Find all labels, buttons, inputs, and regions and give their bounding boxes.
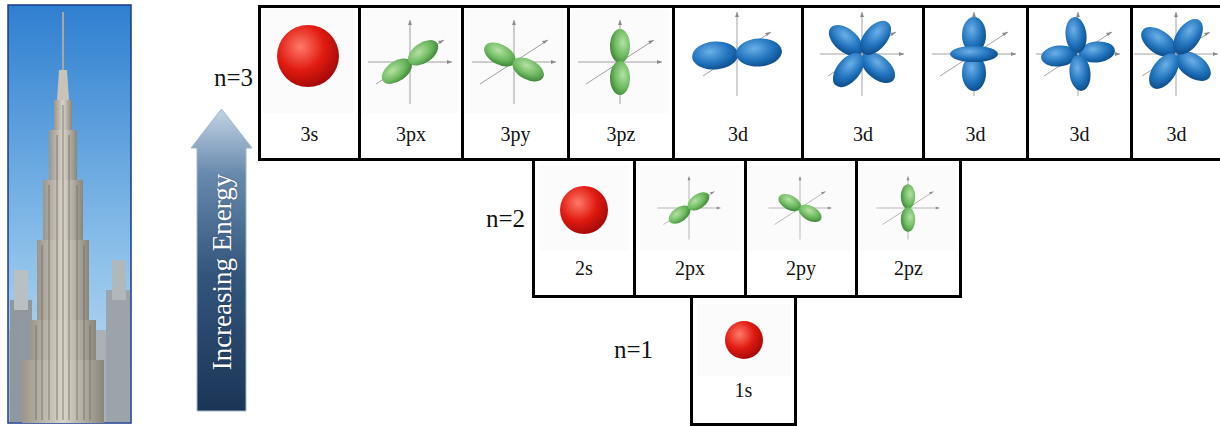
orbital-label: 3pz bbox=[607, 123, 636, 145]
orbital-cell: 3d bbox=[1029, 8, 1133, 158]
energy-level-row: n=33s3px3py3pz3d3d3d3d3d bbox=[258, 5, 1220, 161]
orbital-label: 3px bbox=[396, 123, 426, 145]
cell-ground bbox=[539, 166, 629, 250]
orbital-label: 3py bbox=[501, 123, 531, 145]
cell-ground bbox=[637, 166, 741, 250]
building-photo bbox=[57, 135, 58, 420]
cell-ground bbox=[748, 166, 852, 250]
s-orbital bbox=[725, 321, 763, 359]
arrow-shape bbox=[191, 109, 252, 411]
orbital-cell: 3px bbox=[361, 8, 464, 158]
orbital-label: 3d bbox=[966, 123, 986, 145]
d-orbital bbox=[950, 17, 998, 91]
building-photo bbox=[63, 105, 64, 420]
orbital-label: 2pz bbox=[894, 257, 923, 279]
orbital-label: 2px bbox=[675, 257, 705, 279]
building-photo bbox=[57, 70, 69, 100]
building-photo bbox=[77, 185, 78, 420]
energy-level-row: n=22s2px2py2pz bbox=[532, 158, 962, 298]
d-orbital bbox=[820, 12, 904, 96]
p-orbital bbox=[578, 20, 662, 104]
building-photo bbox=[8, 5, 131, 423]
level-label: n=2 bbox=[486, 205, 525, 233]
cell-ground bbox=[465, 9, 563, 113]
orbital-label: 2s bbox=[575, 257, 593, 279]
orbital-label: 3d bbox=[853, 123, 873, 145]
orbital-cell: 3d bbox=[675, 8, 804, 158]
building-photo bbox=[42, 245, 43, 420]
building-photo bbox=[14, 270, 28, 310]
d-orbital bbox=[1119, 0, 1220, 111]
cell-ground bbox=[362, 9, 458, 113]
orbital-cell: 3pz bbox=[570, 8, 675, 158]
level-label: n=1 bbox=[614, 336, 653, 364]
p-orbital bbox=[377, 35, 443, 89]
d-orbital bbox=[691, 0, 1220, 112]
orbital-cell: 3d bbox=[1133, 8, 1220, 158]
orbital-label: 3s bbox=[301, 123, 319, 145]
energy-arrow: Increasing Energy bbox=[190, 108, 253, 412]
orbital-cell: 2py bbox=[747, 161, 858, 295]
p-orbital bbox=[472, 20, 556, 104]
orbital-cell: 2px bbox=[636, 161, 747, 295]
orbital-label: 3d bbox=[1070, 123, 1090, 145]
p-orbital bbox=[610, 29, 630, 95]
building-photo bbox=[112, 260, 126, 300]
p-orbital bbox=[877, 177, 940, 240]
d-orbital bbox=[1134, 12, 1218, 96]
building-photo bbox=[8, 5, 131, 423]
p-orbital bbox=[368, 20, 452, 104]
building-photo bbox=[49, 185, 50, 420]
orbital-label: 3d bbox=[1167, 123, 1187, 145]
energy-level-row: n=11s bbox=[690, 295, 797, 426]
arrow-label: Increasing Energy bbox=[208, 174, 235, 371]
orbital-cell: 2s bbox=[535, 161, 636, 295]
cell-ground bbox=[571, 9, 669, 113]
orbital-label: 3d bbox=[728, 123, 748, 145]
s-orbital bbox=[277, 25, 339, 87]
s-orbital bbox=[560, 186, 608, 234]
orbital-cell: 2pz bbox=[858, 161, 959, 295]
orbital-cell: 3d bbox=[925, 8, 1029, 158]
building-photo bbox=[62, 12, 64, 70]
p-orbital bbox=[665, 188, 712, 227]
building-photo bbox=[84, 245, 85, 420]
cell-ground bbox=[859, 166, 957, 250]
cell-ground bbox=[697, 304, 791, 376]
p-orbital bbox=[480, 38, 548, 87]
orbital-label: 2py bbox=[786, 257, 816, 279]
d-orbital bbox=[691, 37, 783, 71]
d-orbital bbox=[1037, 13, 1118, 94]
building-photo bbox=[69, 135, 70, 420]
orbital-label: 1s bbox=[735, 379, 753, 401]
p-orbital bbox=[769, 177, 832, 240]
d-orbital bbox=[1036, 12, 1120, 96]
building-photo bbox=[90, 325, 91, 420]
building-photo bbox=[36, 325, 37, 420]
p-orbital bbox=[776, 190, 825, 225]
p-orbital bbox=[658, 177, 721, 240]
orbital-cell: 3s bbox=[261, 8, 361, 158]
p-orbital bbox=[901, 184, 915, 232]
orbital-cell: 1s bbox=[693, 298, 794, 423]
orbital-cell: 3py bbox=[464, 8, 570, 158]
d-orbital bbox=[804, 0, 919, 112]
d-orbital bbox=[932, 12, 1016, 96]
building-photo bbox=[36, 105, 90, 420]
cell-ground bbox=[262, 9, 354, 113]
level-label: n=3 bbox=[214, 64, 253, 92]
orbital-cell: 3d bbox=[804, 8, 925, 158]
building-photo bbox=[106, 290, 130, 422]
